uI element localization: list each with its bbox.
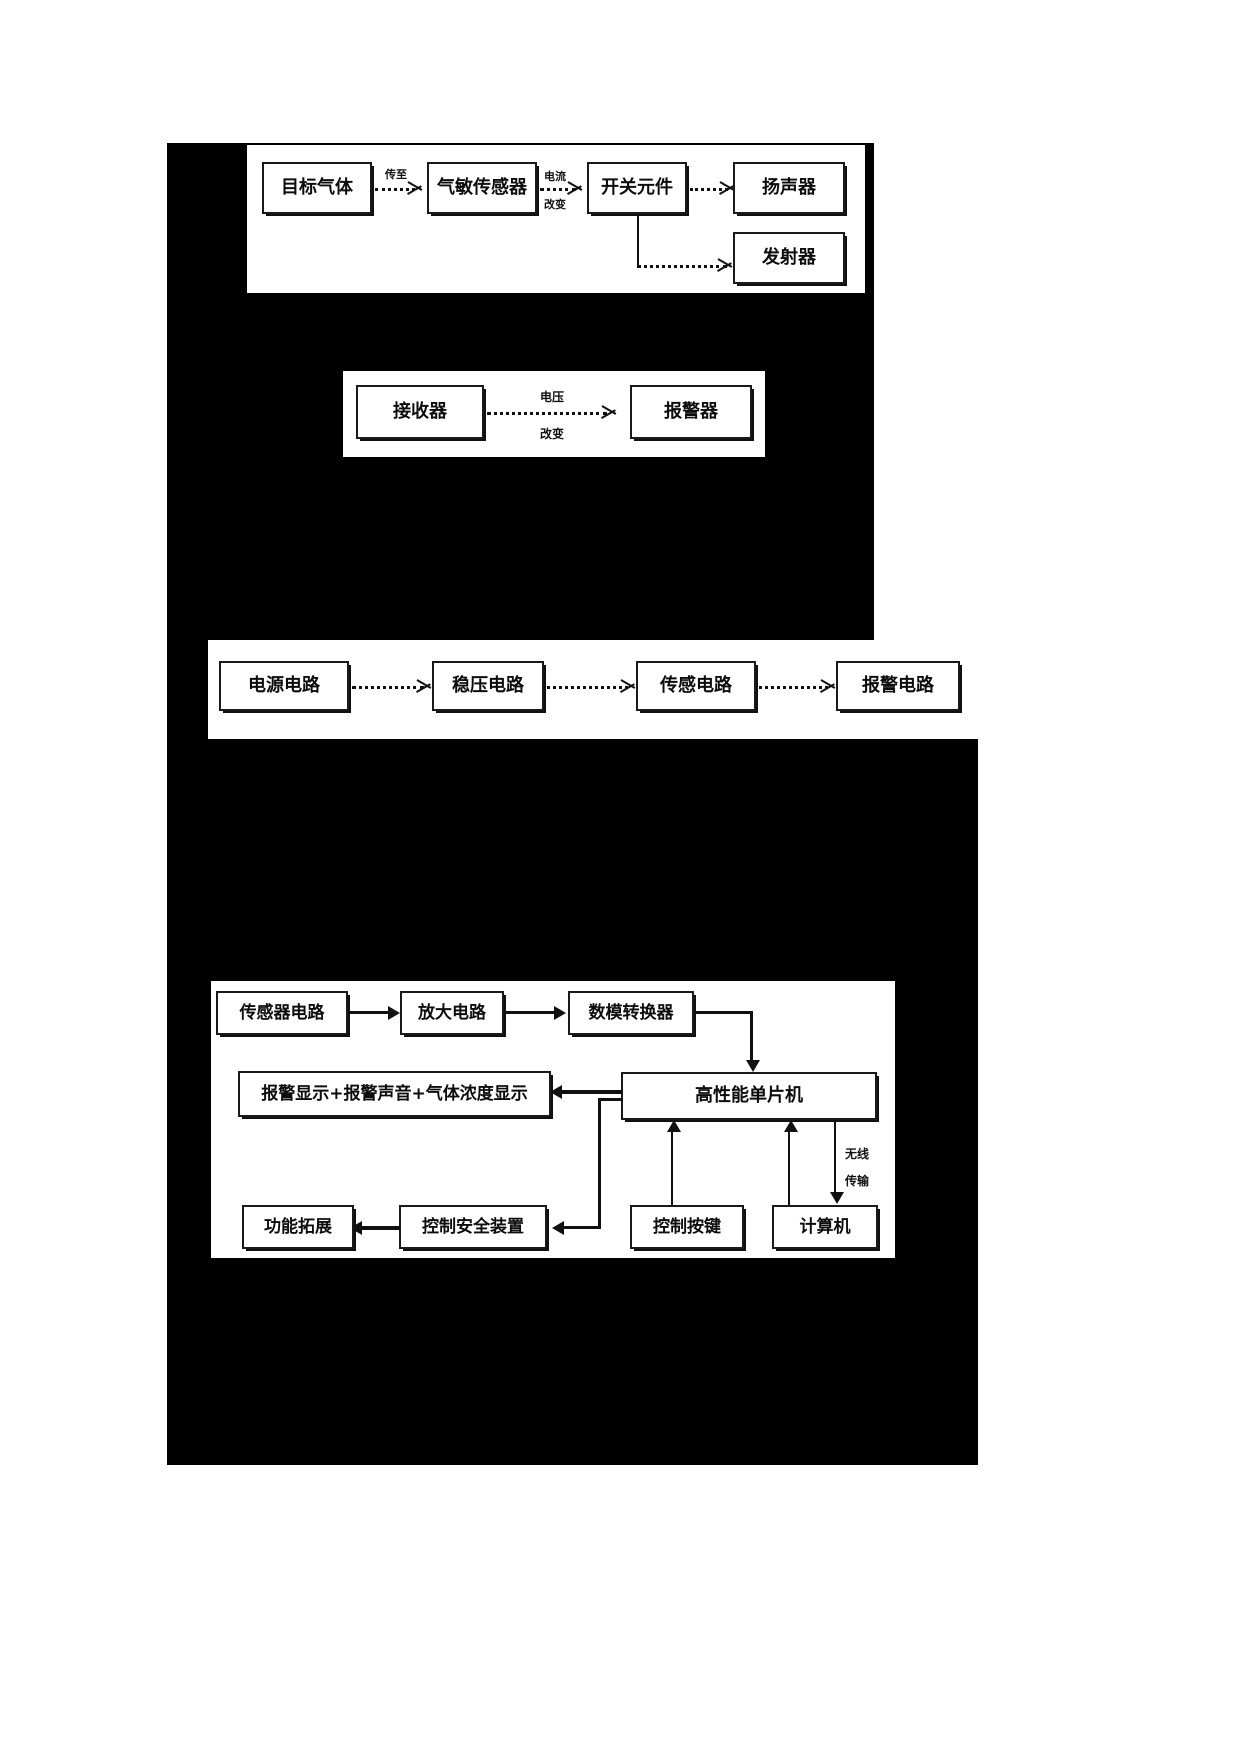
edge-mcu-to-safety-horizontal-top bbox=[598, 1098, 623, 1101]
box-alarm[interactable]: 报警器 bbox=[630, 385, 752, 439]
edge-mcu-to-safety-horizontal-bottom bbox=[562, 1226, 601, 1229]
box-label: 数模转换器 bbox=[588, 1002, 674, 1023]
edge-label-dianya: 电压 bbox=[540, 390, 565, 404]
edge-computer-to-mcu-up bbox=[788, 1130, 790, 1206]
edge-amplifier-to-adc bbox=[505, 1011, 557, 1014]
box-alarm-display[interactable]: 报警显示+报警声音+气体浓度显示 bbox=[238, 1071, 551, 1117]
box-label: 高性能单片机 bbox=[695, 1085, 803, 1107]
edge-label-gaibian-2: 改变 bbox=[540, 427, 565, 441]
box-label: 电源电路 bbox=[248, 675, 320, 697]
box-label: 传感器电路 bbox=[239, 1002, 325, 1023]
edge-label-wireless-top: 无线 bbox=[845, 1147, 870, 1161]
box-computer[interactable]: 计算机 bbox=[772, 1205, 878, 1249]
box-switch-element[interactable]: 开关元件 bbox=[587, 162, 687, 214]
edge-mcu-to-safety-vertical bbox=[598, 1098, 601, 1228]
edge-label-chuanzhi: 传至 bbox=[385, 168, 407, 181]
box-regulator-circuit[interactable]: 稳压电路 bbox=[432, 661, 544, 711]
edge-target-gas-to-gas-sensor bbox=[375, 188, 415, 191]
edge-regulator-to-sensing bbox=[547, 686, 628, 689]
box-transmitter[interactable]: 发射器 bbox=[733, 232, 845, 284]
edge-control-keys-to-mcu bbox=[671, 1130, 673, 1206]
box-label: 报警电路 bbox=[862, 675, 934, 697]
box-safety-control[interactable]: 控制安全装置 bbox=[399, 1205, 547, 1249]
edge-label-gaibian: 改变 bbox=[544, 198, 566, 211]
edge-sensor-to-amplifier bbox=[349, 1011, 391, 1014]
box-speaker[interactable]: 扬声器 bbox=[733, 162, 845, 214]
box-adc-converter[interactable]: 数模转换器 bbox=[568, 991, 694, 1035]
edge-mcu-to-computer-down bbox=[834, 1120, 836, 1198]
box-label: 计算机 bbox=[799, 1216, 851, 1237]
box-mcu[interactable]: 高性能单片机 bbox=[621, 1072, 877, 1120]
box-power-circuit[interactable]: 电源电路 bbox=[219, 661, 349, 711]
edge-switch-to-speaker bbox=[690, 188, 728, 191]
arrowhead-to-switch bbox=[568, 178, 583, 198]
edge-receiver-to-alarm bbox=[487, 412, 607, 415]
arrowhead-to-amplifier bbox=[388, 1006, 400, 1020]
box-label: 功能拓展 bbox=[264, 1216, 332, 1237]
arrowhead-computer-to-mcu bbox=[784, 1120, 798, 1132]
box-label: 发射器 bbox=[762, 247, 816, 269]
box-label: 放大电路 bbox=[418, 1002, 486, 1023]
box-target-gas[interactable]: 目标气体 bbox=[262, 162, 372, 214]
box-gas-sensor[interactable]: 气敏传感器 bbox=[427, 162, 537, 214]
box-label: 稳压电路 bbox=[452, 675, 524, 697]
box-amplifier-circuit[interactable]: 放大电路 bbox=[400, 991, 504, 1035]
edge-mcu-to-alarm-display bbox=[560, 1090, 622, 1094]
box-sensing-circuit[interactable]: 传感电路 bbox=[636, 661, 756, 711]
arrowhead-to-alarm-display bbox=[550, 1085, 562, 1099]
box-label: 传感电路 bbox=[660, 675, 732, 697]
edge-safety-to-function-expansion bbox=[360, 1226, 400, 1230]
arrowhead-to-transmitter bbox=[718, 255, 733, 275]
edge-switch-to-transmitter bbox=[637, 265, 727, 268]
box-function-expansion[interactable]: 功能拓展 bbox=[242, 1205, 354, 1249]
box-label: 接收器 bbox=[393, 401, 447, 423]
box-label: 报警显示+报警声音+气体浓度显示 bbox=[261, 1083, 528, 1104]
arrowhead-to-adc bbox=[554, 1006, 566, 1020]
box-alarm-circuit[interactable]: 报警电路 bbox=[836, 661, 960, 711]
box-label: 控制安全装置 bbox=[422, 1216, 524, 1237]
arrowhead-to-mcu bbox=[746, 1060, 760, 1072]
arrowhead-to-gas-sensor bbox=[408, 178, 423, 198]
box-label: 扬声器 bbox=[762, 177, 816, 199]
box-sensor-circuit[interactable]: 传感器电路 bbox=[216, 991, 348, 1035]
box-label: 报警器 bbox=[664, 401, 718, 423]
edge-power-to-regulator bbox=[352, 686, 424, 689]
edge-switch-branch-vertical bbox=[637, 214, 639, 266]
box-control-keys[interactable]: 控制按键 bbox=[630, 1205, 744, 1249]
box-label: 开关元件 bbox=[601, 177, 673, 199]
edge-gas-sensor-to-switch bbox=[540, 188, 576, 191]
arrowhead-to-safety-control bbox=[552, 1221, 564, 1235]
box-label: 控制按键 bbox=[653, 1216, 721, 1237]
arrowhead-mcu-to-computer bbox=[830, 1192, 844, 1204]
arrowhead-control-keys-to-mcu bbox=[667, 1120, 681, 1132]
edge-sensing-to-alarm-circuit bbox=[759, 686, 828, 689]
arrowhead-to-sensing bbox=[621, 676, 636, 696]
arrowhead-to-alarm-circuit bbox=[821, 676, 836, 696]
edge-label-wireless-bottom: 传输 bbox=[845, 1174, 870, 1188]
box-label: 目标气体 bbox=[281, 177, 353, 199]
box-receiver[interactable]: 接收器 bbox=[356, 385, 484, 439]
box-label: 气敏传感器 bbox=[437, 177, 527, 199]
edge-label-dianliu: 电流 bbox=[544, 170, 566, 183]
arrowhead-to-regulator bbox=[417, 676, 432, 696]
edge-adc-to-mcu-vertical bbox=[750, 1011, 753, 1064]
edge-adc-to-mcu-horizontal bbox=[694, 1011, 752, 1014]
arrowhead-to-alarm bbox=[602, 402, 617, 422]
